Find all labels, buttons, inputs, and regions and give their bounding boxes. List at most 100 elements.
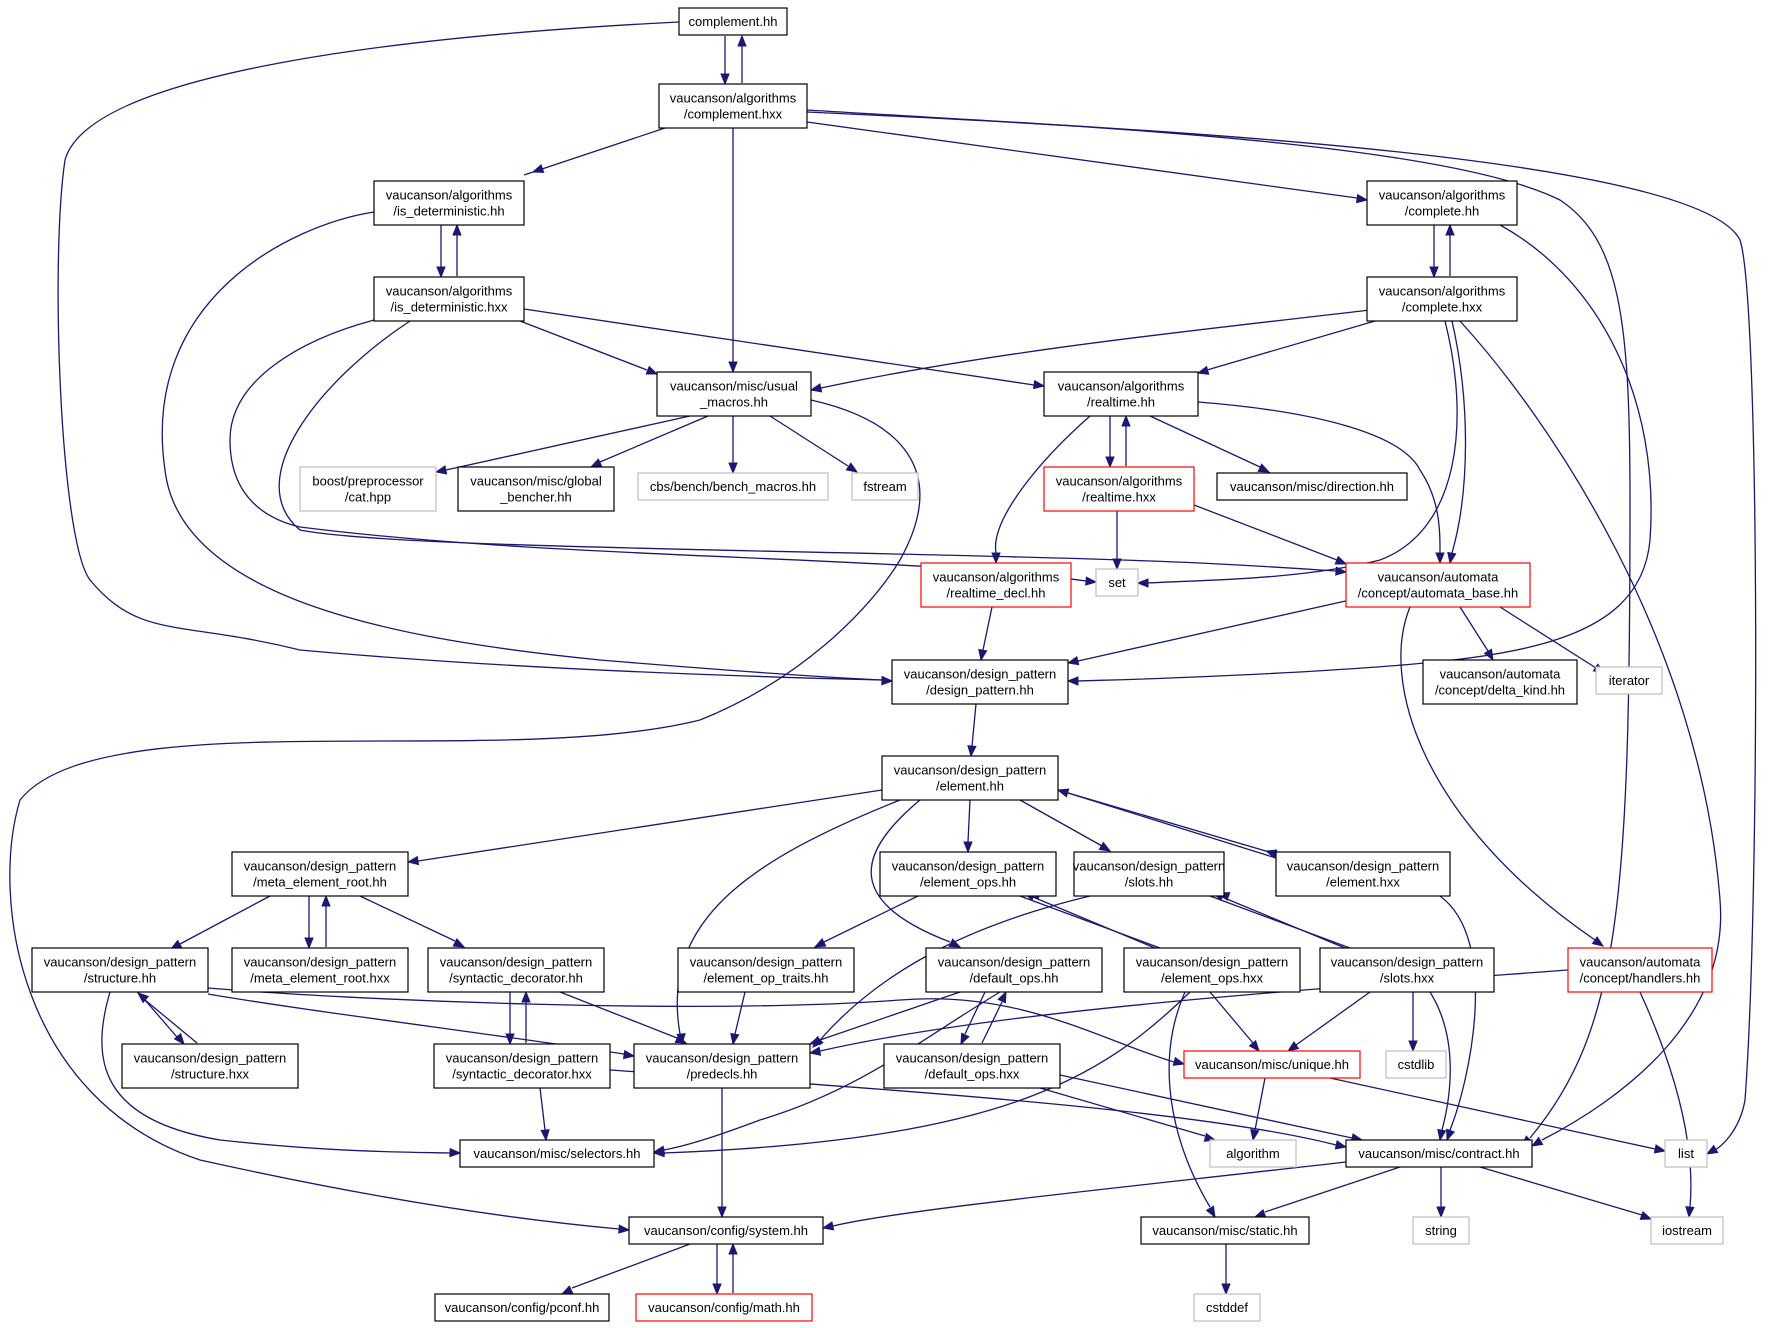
node-n4[interactable]: vaucanson/algorithms/is_deterministic.hx… — [373, 276, 525, 322]
node-label: vaucanson/config/system.hh — [644, 1223, 808, 1238]
node-n43[interactable]: vaucanson/config/system.hh — [628, 1216, 824, 1245]
node-label: vaucanson/algorithms — [386, 188, 513, 203]
edge-line — [1039, 1087, 1206, 1137]
node-label: /slots.hh — [1125, 875, 1173, 890]
arrowhead-icon — [540, 1129, 550, 1142]
node-n41[interactable]: vaucanson/misc/contract.hh — [1345, 1139, 1533, 1168]
edge-line — [832, 1161, 1347, 1227]
node-n16[interactable]: vaucanson/automata/concept/automata_base… — [1345, 562, 1531, 608]
edge-n12-n16 — [1193, 504, 1348, 565]
node-n37[interactable]: vaucanson/misc/unique.hh — [1183, 1050, 1361, 1079]
arrowhead-icon — [434, 465, 448, 475]
node-label: vaucanson/design_pattern — [690, 955, 843, 970]
node-box — [1366, 180, 1518, 226]
node-box — [231, 851, 409, 897]
node-n33[interactable]: vaucanson/design_pattern/structure.hxx — [121, 1043, 299, 1089]
arrowhead-icon — [963, 841, 973, 854]
edge-line — [1193, 504, 1338, 561]
node-box — [925, 947, 1103, 993]
node-n36[interactable]: vaucanson/design_pattern/default_ops.hxx — [883, 1043, 1061, 1089]
node-n44[interactable]: vaucanson/misc/static.hh — [1140, 1216, 1310, 1245]
node-label: iostream — [1662, 1223, 1712, 1238]
node-n0[interactable]: complement.hh — [678, 7, 788, 36]
node-box — [637, 472, 829, 501]
node-n11: fstream — [851, 472, 919, 501]
node-label: algorithm — [1226, 1146, 1279, 1161]
node-label: /realtime.hxx — [1082, 490, 1156, 505]
edge-n7-n14 — [991, 415, 1091, 565]
node-n47[interactable]: vaucanson/config/pconf.hh — [434, 1293, 610, 1322]
node-n20[interactable]: vaucanson/design_pattern/element.hh — [881, 755, 1059, 801]
edge-line — [523, 308, 1035, 386]
edge-n5-n16 — [1447, 320, 1467, 565]
node-n14[interactable]: vaucanson/algorithms/realtime_decl.hh — [920, 562, 1072, 608]
node-box — [1385, 1050, 1447, 1079]
node-n39[interactable]: vaucanson/misc/selectors.hh — [459, 1139, 655, 1168]
edge-n4-n7 — [523, 308, 1046, 390]
arrowhead-icon — [720, 73, 730, 86]
node-n27[interactable]: vaucanson/design_pattern/syntactic_decor… — [427, 947, 605, 993]
node-label: vaucanson/misc/direction.hh — [1230, 479, 1394, 494]
node-n18[interactable]: vaucanson/automata/concept/delta_kind.hh — [1422, 659, 1578, 705]
node-n24[interactable]: vaucanson/design_pattern/element.hxx — [1275, 851, 1451, 897]
node-label: /predecls.hh — [687, 1067, 758, 1082]
node-box — [677, 947, 855, 993]
node-box — [427, 947, 605, 993]
arrowhead-icon — [1436, 1206, 1446, 1219]
edge-n16-n18 — [1459, 606, 1494, 662]
node-n9[interactable]: vaucanson/misc/global_bencher.hh — [457, 466, 615, 512]
node-n21[interactable]: vaucanson/design_pattern/meta_element_ro… — [231, 851, 409, 897]
node-box — [1043, 466, 1195, 512]
node-box — [1412, 1216, 1470, 1245]
node-label: /meta_element_root.hxx — [250, 971, 390, 986]
node-n7[interactable]: vaucanson/algorithms/realtime.hh — [1043, 371, 1199, 417]
node-n1[interactable]: vaucanson/algorithms/complement.hxx — [658, 83, 808, 129]
edge-line — [1400, 606, 1596, 941]
node-n26[interactable]: vaucanson/design_pattern/meta_element_ro… — [231, 947, 409, 993]
node-n13[interactable]: vaucanson/misc/direction.hh — [1216, 472, 1408, 501]
node-n49: cstddef — [1193, 1293, 1261, 1322]
edge-line — [523, 127, 666, 176]
node-n22[interactable]: vaucanson/design_pattern/element_ops.hh — [879, 851, 1057, 897]
node-n48[interactable]: vaucanson/config/math.hh — [635, 1293, 813, 1322]
edge-line — [870, 799, 951, 943]
node-label: vaucanson/design_pattern — [938, 955, 1091, 970]
node-n5[interactable]: vaucanson/algorithms/complete.hxx — [1366, 276, 1518, 322]
node-n31[interactable]: vaucanson/design_pattern/slots.hxx — [1319, 947, 1495, 993]
arrowhead-icon — [948, 938, 962, 948]
node-n30[interactable]: vaucanson/design_pattern/element_ops.hxx — [1123, 947, 1301, 993]
arrowhead-icon — [1257, 463, 1271, 473]
node-label: /concept/delta_kind.hh — [1435, 683, 1565, 698]
node-n17[interactable]: vaucanson/design_pattern/design_pattern.… — [891, 659, 1069, 705]
edge-line — [1149, 415, 1261, 468]
node-label: /slots.hxx — [1380, 971, 1435, 986]
edge-n5-n15 — [1136, 320, 1458, 588]
edge-line — [806, 121, 1358, 199]
edge-n25-n37 — [207, 987, 1186, 1066]
node-label: vaucanson/design_pattern — [440, 955, 593, 970]
edge-n2-n17 — [161, 211, 894, 686]
node-n25[interactable]: vaucanson/design_pattern/structure.hh — [31, 947, 209, 993]
node-n32[interactable]: vaucanson/automata/concept/handlers.hh — [1567, 947, 1713, 993]
node-n6[interactable]: vaucanson/misc/usual_macros.hh — [656, 371, 812, 417]
arrowhead-icon — [521, 990, 531, 1003]
arrowhead-icon — [136, 992, 150, 1004]
node-n34[interactable]: vaucanson/design_pattern/syntactic_decor… — [433, 1043, 611, 1089]
arrowhead-icon — [674, 1034, 688, 1044]
node-n35[interactable]: vaucanson/design_pattern/predecls.hh — [633, 1043, 811, 1089]
edge-line — [1197, 401, 1441, 554]
node-n29[interactable]: vaucanson/design_pattern/default_ops.hh — [925, 947, 1103, 993]
node-label: /is_deterministic.hh — [393, 204, 504, 219]
node-label: /complement.hxx — [684, 107, 783, 122]
node-n12[interactable]: vaucanson/algorithms/realtime.hxx — [1043, 466, 1195, 512]
node-box — [1664, 1139, 1708, 1168]
node-label: vaucanson/design_pattern — [244, 955, 397, 970]
node-n23[interactable]: vaucanson/design_pattern/slots.hh — [1073, 851, 1226, 897]
edge-n27-n35 — [559, 991, 688, 1044]
node-label: list — [1678, 1146, 1694, 1161]
node-n28[interactable]: vaucanson/design_pattern/element_op_trai… — [677, 947, 855, 993]
edge-line — [1032, 896, 1156, 949]
node-label: /meta_element_root.hh — [253, 875, 387, 890]
node-n3[interactable]: vaucanson/algorithms/complete.hh — [1366, 180, 1518, 226]
node-n2[interactable]: vaucanson/algorithms/is_deterministic.hh — [373, 180, 525, 226]
